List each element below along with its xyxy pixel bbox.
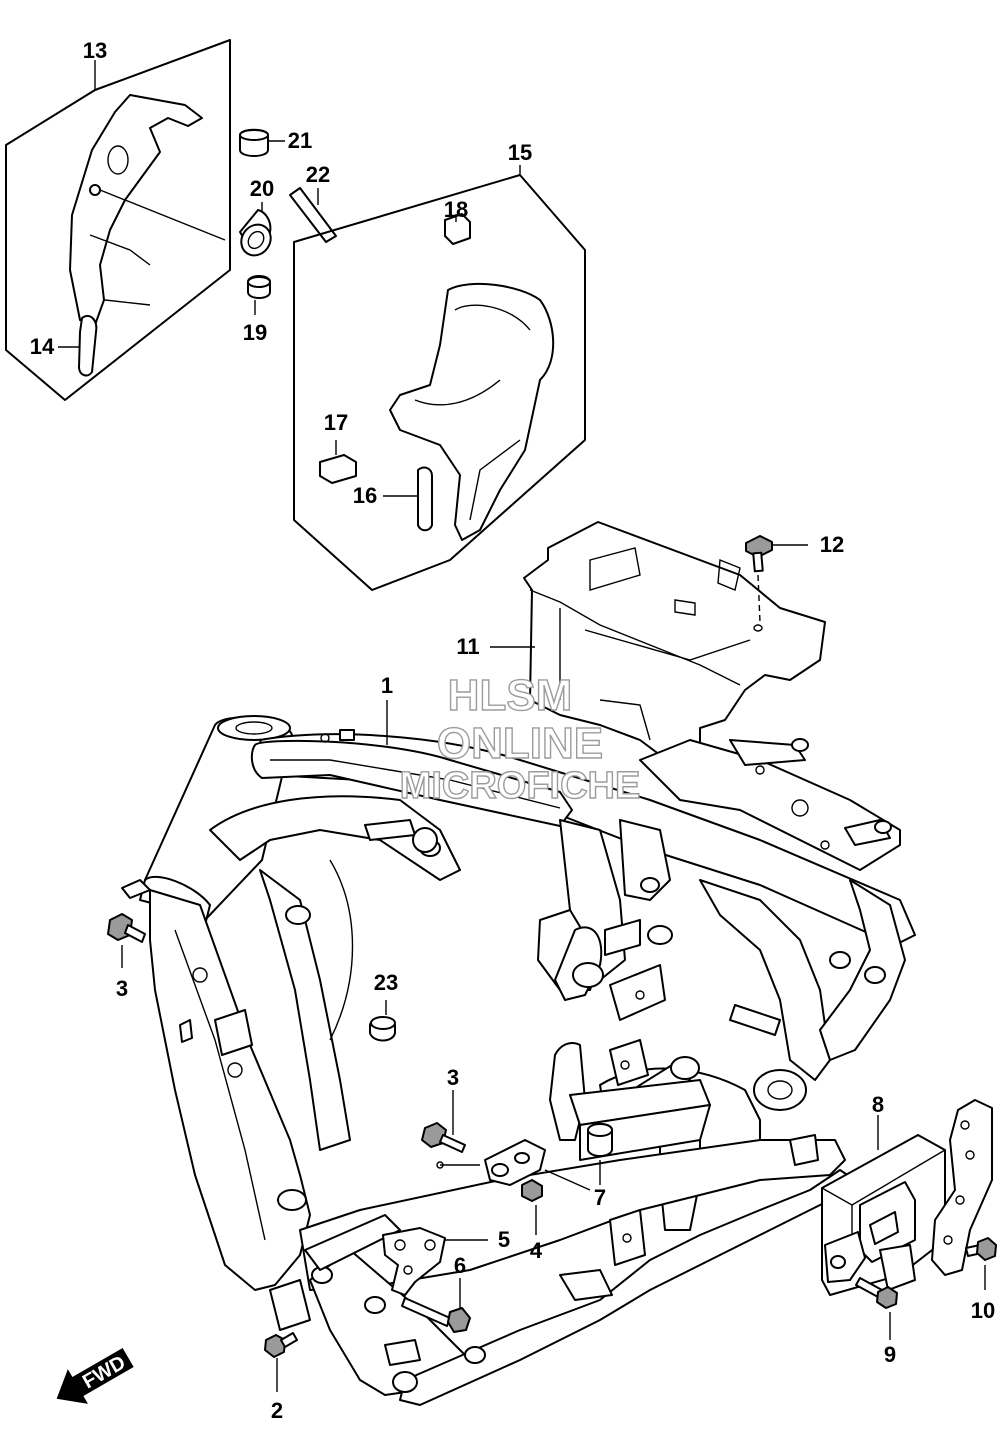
callout-20: 20 bbox=[250, 176, 274, 201]
group-15-outline bbox=[293, 174, 586, 591]
part-23-plug: 23 bbox=[369, 970, 398, 1042]
fwd-arrow-icon bbox=[56, 1347, 134, 1404]
part-17-pad bbox=[319, 454, 357, 484]
part-22-strip bbox=[289, 187, 337, 243]
part-13-hole bbox=[89, 184, 101, 196]
callout-3-upper: 3 bbox=[116, 976, 128, 1001]
group-13-outline bbox=[5, 39, 231, 401]
callout-8: 8 bbox=[872, 1092, 884, 1117]
part-2-bolt: 2 bbox=[264, 1332, 298, 1423]
part-group-13-cover-kit: 13 14 bbox=[5, 38, 231, 401]
part-12-bolt: 12 bbox=[745, 532, 844, 623]
callout-2: 2 bbox=[271, 1398, 283, 1423]
part-13-cover bbox=[69, 94, 203, 326]
watermark: HLSM ONLINE MICROFICHE bbox=[399, 670, 641, 807]
callout-21: 21 bbox=[288, 128, 312, 153]
part-11-battery-tray: 11 bbox=[456, 521, 826, 761]
callout-14: 14 bbox=[30, 334, 55, 359]
part-3-bolt-upper: 3 bbox=[107, 913, 146, 1001]
watermark-line3: MICROFICHE bbox=[400, 765, 641, 807]
frame-down-tube bbox=[149, 889, 311, 1291]
watermark-line2: ONLINE bbox=[437, 719, 603, 768]
callout-19: 19 bbox=[243, 320, 267, 345]
callout-16: 16 bbox=[353, 483, 377, 508]
callout-22: 22 bbox=[306, 162, 330, 187]
frame-backbone bbox=[250, 739, 573, 827]
part-14-trim bbox=[78, 314, 98, 377]
callout-17: 17 bbox=[324, 410, 348, 435]
callout-11: 11 bbox=[456, 634, 479, 659]
watermark-line1: HLSM bbox=[448, 671, 573, 720]
callout-1: 1 bbox=[381, 673, 393, 698]
part-1-frame: 1 bbox=[121, 673, 916, 1406]
fwd-arrow: FWD bbox=[56, 1347, 134, 1404]
part-16-trim bbox=[417, 466, 433, 532]
callout-15: 15 bbox=[508, 140, 532, 165]
callout-9: 9 bbox=[884, 1342, 896, 1367]
engine-mount-hardware: 3 4 7 5 6 bbox=[382, 1065, 613, 1333]
fwd-label: FWD bbox=[79, 1352, 129, 1394]
part-18-pad bbox=[444, 213, 471, 245]
callout-23: 23 bbox=[374, 970, 398, 995]
part-8-bracket: 8 bbox=[821, 1092, 993, 1296]
callout-18: 18 bbox=[444, 197, 468, 222]
part-10-bolt: 10 bbox=[965, 1237, 997, 1323]
grommet-parts: 21 20 22 19 bbox=[239, 128, 337, 345]
callout-12: 12 bbox=[820, 532, 844, 557]
callout-6: 6 bbox=[454, 1253, 466, 1278]
callout-3-lower: 3 bbox=[447, 1065, 459, 1090]
callout-4: 4 bbox=[530, 1238, 543, 1263]
callout-10: 10 bbox=[971, 1298, 995, 1323]
callout-13: 13 bbox=[83, 38, 107, 63]
part-group-15-side-cover: 18 17 16 15 bbox=[293, 140, 586, 591]
part-15-cover bbox=[389, 282, 555, 541]
part-9-bolt: 9 bbox=[855, 1277, 898, 1367]
callout-7: 7 bbox=[594, 1185, 606, 1210]
callout-5: 5 bbox=[498, 1227, 510, 1252]
